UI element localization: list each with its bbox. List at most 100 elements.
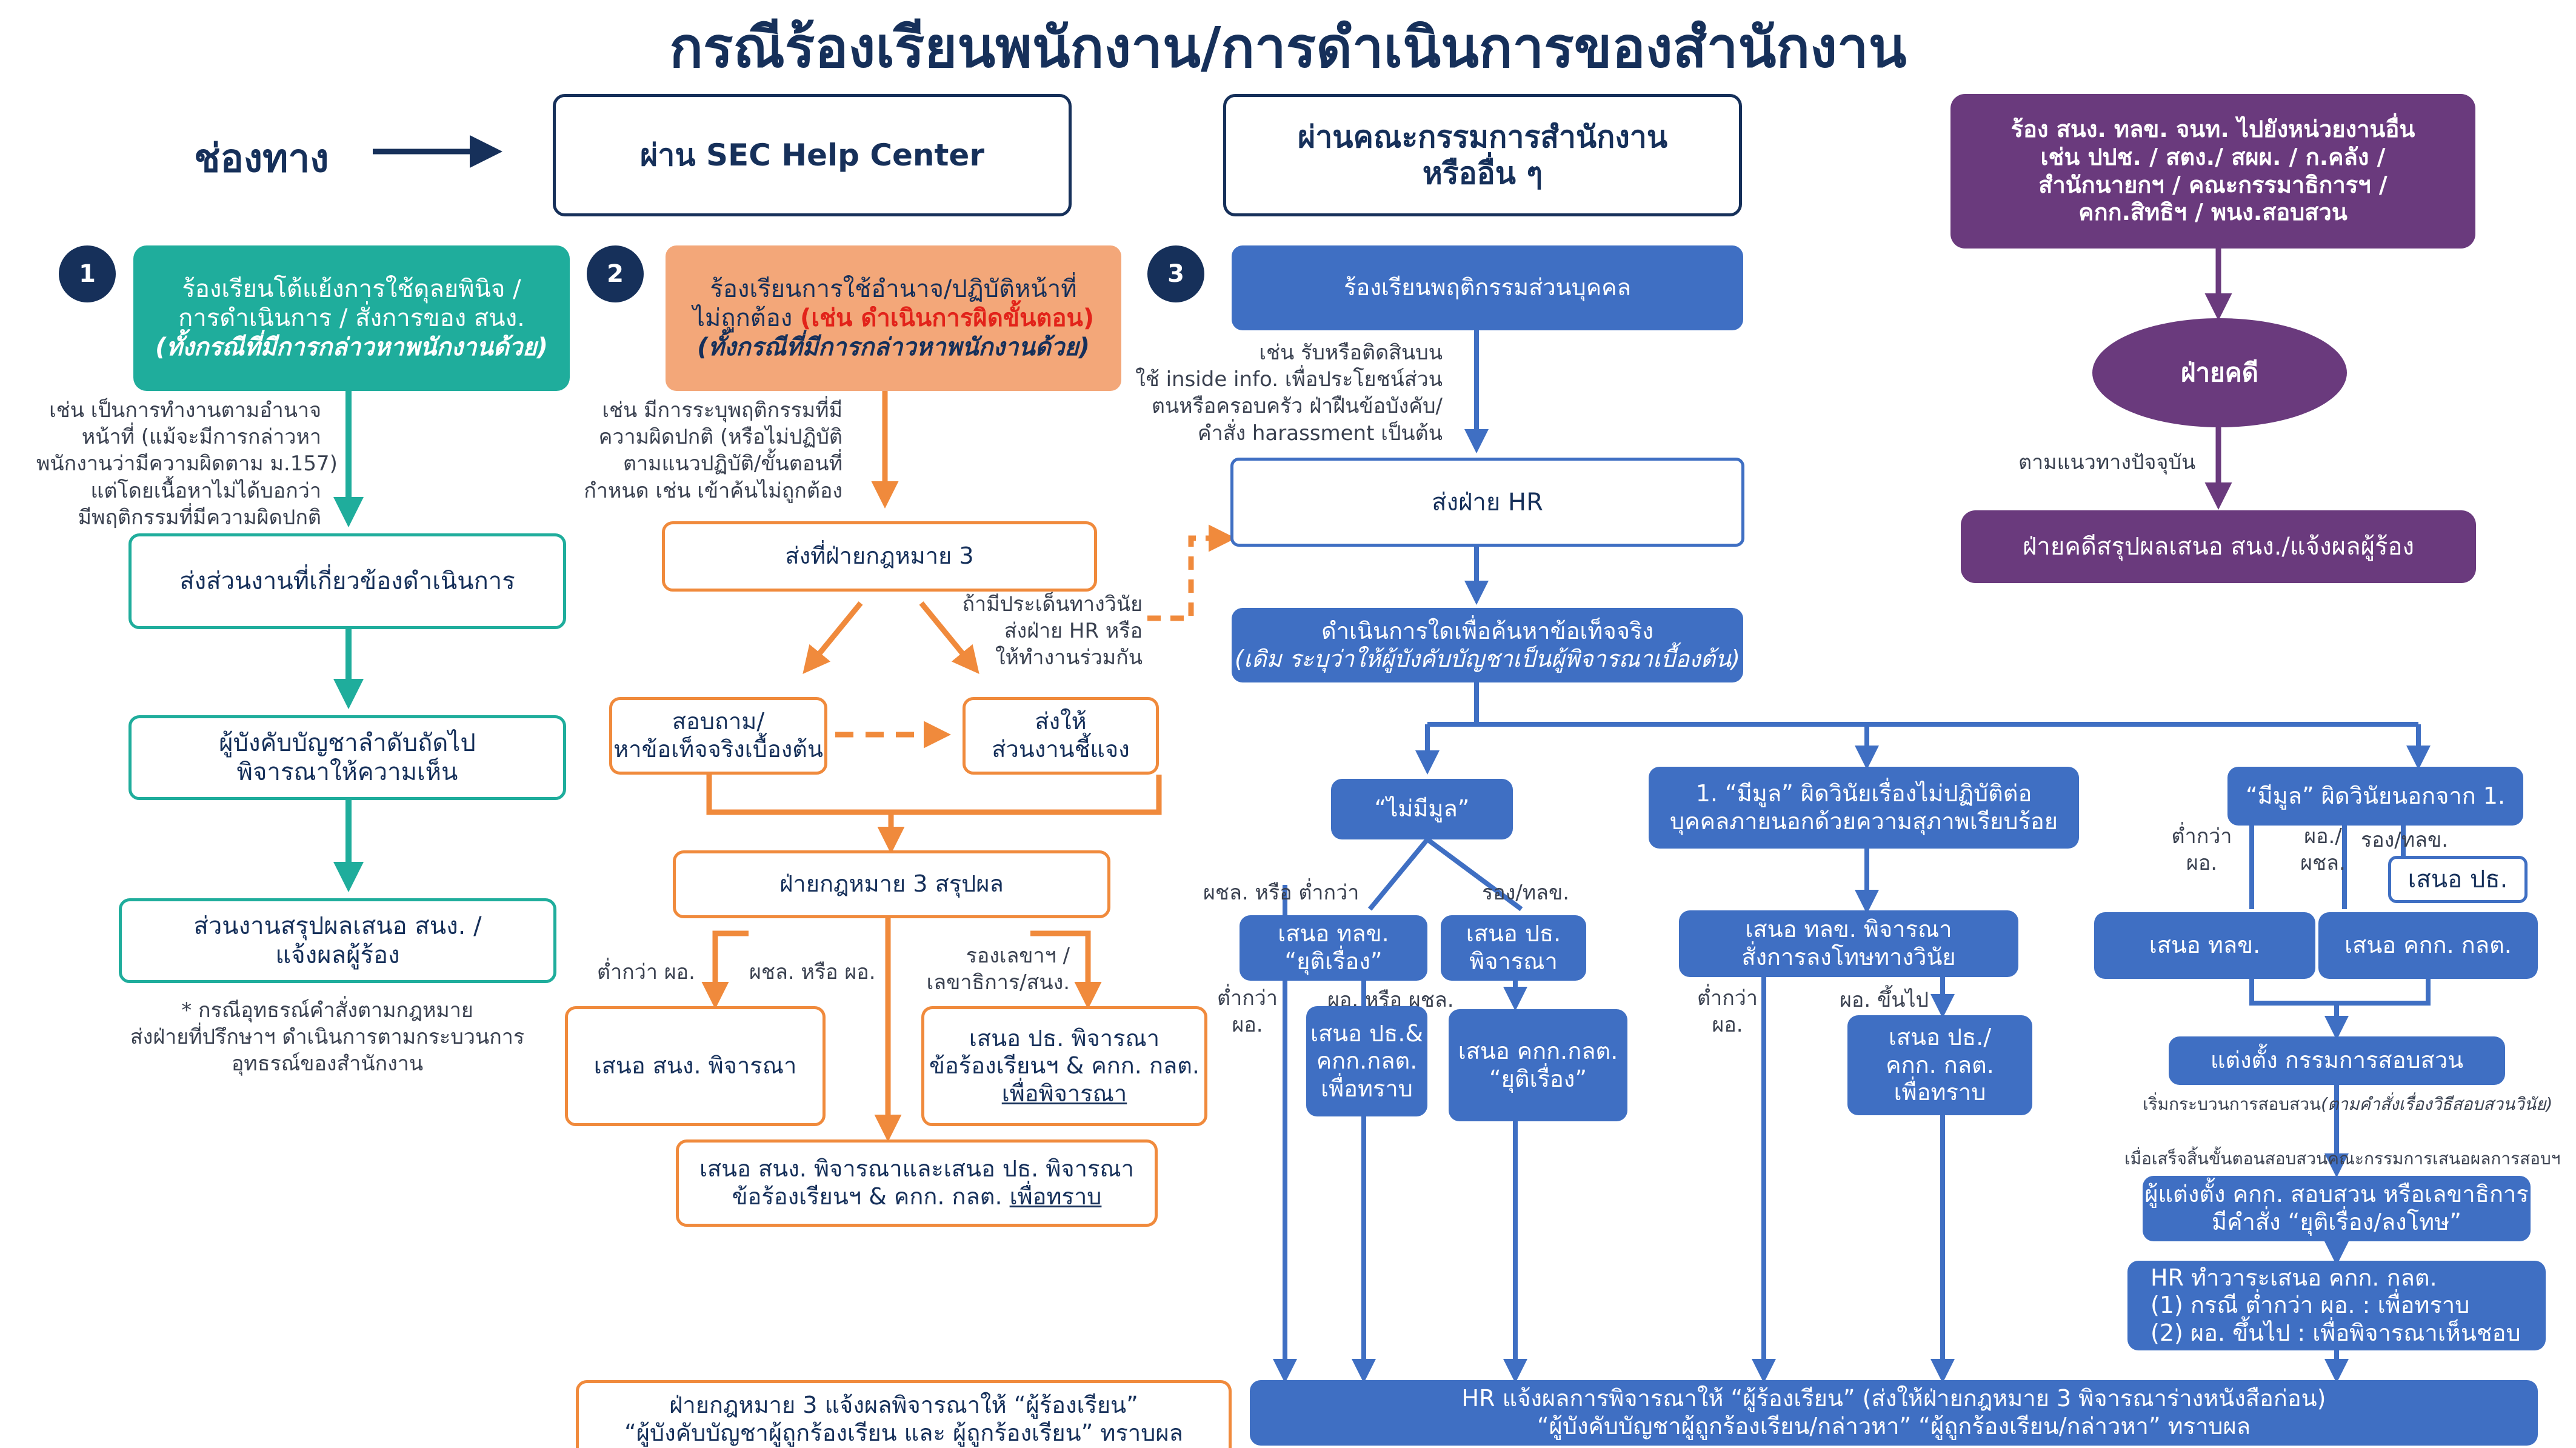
col3-begin-inquiry: เริ่มกระบวนการสอบสวน(ตามคำสั่งเรื่องวิธี… (2143, 1091, 2552, 1118)
col3-note-line2: ใช้ inside info. เพื่อประโยชน์ส่วน (1135, 367, 1443, 392)
col1-supervisor-line2: พิจารณาให้ความเห็น (236, 758, 458, 786)
bottom-legal-notify-line2: “ผู้บังคับบัญชาผู้ถูกร้องเรียน และ ผู้ถู… (624, 1420, 1183, 1446)
col3-grounds-other-text: “มีมูล” ผิดวินัยนอกจาก 1. (2245, 782, 2506, 809)
col3-propose-chair-board: เสนอ ปธ.& คกก.กลต. เพื่อทราบ (1306, 1006, 1427, 1116)
header-committee: ผ่านคณะกรรมการสำนักงาน หรืออื่น ๆ (1223, 94, 1742, 216)
col2-explain-line2: ส่วนงานชี้แจง (992, 736, 1130, 762)
col1-example-note: เช่น เป็นการทำงานตามอำนาจ หน้าที่ (แม้จะ… (36, 397, 338, 531)
bottom-hr-notify-line2: “ผู้บังคับบัญชาผู้ถูกร้องเรียน/กล่าวหา” … (1537, 1413, 2251, 1440)
col2-main-line2-a: ไม่ถูกต้อง (692, 304, 801, 332)
col3-lower-r-line1: ต่ำกว่า (2171, 824, 2232, 849)
col1-supervisor-line1: ผู้บังคับบัญชาลำดับถัดไป (219, 729, 476, 757)
col3-note-line1: เช่น รับหรือติดสินบน (1259, 341, 1443, 365)
col3-tlx-punish-line1: เสนอ ทลข. พิจารณา (1745, 916, 1952, 943)
col1-appeal-note: * กรณีอุทธรณ์คำสั่งตามกฎหมาย ส่งฝ่ายที่ป… (79, 997, 576, 1078)
col3-propose-board-end: เสนอ คกก.กลต. “ยุติเรื่อง” (1449, 1009, 1627, 1121)
col3-propose-chair-consider: เสนอ ปธ. พิจารณา (1441, 915, 1586, 981)
col3-tlx-end-line1: เสนอ ทลข. (1278, 920, 1389, 947)
col1-send-unit: ส่งส่วนงานที่เกี่ยวข้องดำเนินการ (128, 533, 566, 629)
bottom-legal-notify: ฝ่ายกฎหมาย 3 แจ้งผลพิจารณาให้ “ผู้ร้องเร… (576, 1380, 1232, 1448)
col3-board-end-line1: เสนอ คกก.กลต. (1458, 1037, 1618, 1064)
header-other-agency: ร้อง สนง. ทลข. จนท. ไปยังหน่วยงานอื่น เช… (1950, 94, 2475, 249)
col3-fact-line1: ดำเนินการใดเพื่อค้นหาข้อเท็จจริง (1321, 617, 1653, 644)
col3-chair-board-line1: เสนอ ปธ.& (1310, 1019, 1424, 1047)
page-title: กรณีร้องเรียนพนักงาน/การดำเนินการของสำนั… (669, 15, 1907, 80)
col3-no-grounds-text: “ไม่มีมูล” (1374, 795, 1470, 822)
col2-discipline-line3: ให้ทำงานร่วมกัน (995, 646, 1143, 670)
col2-inquire-line2: หาข้อเท็จจริงเบื้องต้น (613, 736, 823, 762)
col3-appointer-order: ผู้แต่งตั้ง คกก. สอบสวน หรือเลขาธิการ มี… (2143, 1176, 2531, 1241)
col2-legal-summary: ฝ่ายกฎหมาย 3 สรุปผล (673, 850, 1110, 918)
col3-propose-chair-small: เสนอ ปธ. (2388, 856, 2528, 903)
col2-propose-both-line2-b: เพื่อทราบ (1009, 1183, 1102, 1210)
col3-chair-consider-line1: เสนอ ปธ. (1466, 920, 1561, 947)
col2-note-line3: ตามแนวปฏิบัติ/ขั้นตอนที่ (623, 452, 843, 476)
col3-after-inquiry: เมื่อเสร็จสิ้นขั้นตอนสอบสวนคณะกรรมการเสน… (2124, 1149, 2561, 1169)
col3-begin-inquiry-a: เริ่มกระบวนการสอบสวน (2143, 1094, 2321, 1114)
col3-main-text: ร้องเรียนพฤติกรรมส่วนบุคคล (1344, 274, 1631, 301)
col3-hr-report: HR ทำวาระเสนอ คกก. กลต. (1) กรณี ต่ำกว่า… (2127, 1261, 2546, 1350)
col3-chair-consider-line2: พิจารณา (1469, 948, 1558, 975)
col3-tlx-punish-line2: สั่งการลงโทษทางวินัย (1741, 944, 1956, 970)
col3-propose-tlx-end: เสนอ ทลข. “ยุติเรื่อง” (1240, 915, 1427, 981)
col2-label-deputy: รองเลขาฯ / เลขาธิการ/สนง. (897, 943, 1070, 996)
col2-discipline-note: ถ้ามีประเด็นทางวินัย ส่งฝ่าย HR หรือ ให้… (927, 591, 1143, 672)
col2-inquire: สอบถาม/ หาข้อเท็จจริงเบื้องต้น (609, 697, 827, 775)
col3-grounds-other: “มีมูล” ผิดวินัยนอกจาก 1. (2227, 767, 2523, 826)
col2-legal-summary-text: ฝ่ายกฎหมาย 3 สรุปผล (779, 870, 1004, 898)
col1-main-line1: ร้องเรียนโต้แย้งการใช้ดุลยพินิจ / (182, 275, 521, 303)
col2-propose-chair-line1: เสนอ ปธ. พิจารณา (969, 1024, 1160, 1052)
col3-appoint-committee: แต่งตั้ง กรรมการสอบสวน (2169, 1036, 2505, 1085)
other-agency-line3: สำนักนายกฯ / คณะกรรมาธิการฯ / (2038, 171, 2387, 198)
header-help-center-text: ผ่าน SEC Help Center (640, 138, 984, 173)
col1-main-line3: (ทั้งกรณีที่มีการกล่าวหาพนักงานด้วย) (155, 333, 548, 361)
header-committee-line2: หรืออื่น ๆ (1422, 156, 1543, 191)
col2-note-line4: กำหนด เช่น เข้าค้นไม่ถูกต้อง (584, 478, 843, 503)
col3-propose-tlx-text: เสนอ ทลข. (2149, 932, 2261, 959)
col3-hr-report-line3: (2) ผอ. ขึ้นไป : เพื่อพิจารณาเห็นชอบ (2151, 1319, 2521, 1346)
col3-chair-board2-line3: เพื่อทราบ (1894, 1079, 1986, 1106)
col2-main-line2: ไม่ถูกต้อง (เช่น ดำเนินการผิดขั้นตอน) (693, 304, 1094, 333)
col4-legal-dept: ฝ่ายคดี (2092, 318, 2347, 427)
col4-legal-summary: ฝ่ายคดีสรุปผลเสนอ สนง./แจ้งผลผู้ร้อง (1961, 510, 2476, 583)
col4-label-current: ตามแนวทางปัจจุบัน (2018, 450, 2196, 475)
col3-split (1427, 682, 2418, 727)
col3-tlx-end-line2: “ยุติเรื่อง” (1284, 948, 1383, 975)
col3-personal-behavior: ร้องเรียนพฤติกรรมส่วนบุคคล (1232, 245, 1743, 330)
col2-main-line2-b: (เช่น ดำเนินการผิดขั้นตอน) (800, 304, 1095, 332)
col1-note-line4: แต่โดยเนื้อหาไม่ได้บอกว่า (90, 478, 321, 503)
col3-send-hr: ส่งฝ่าย HR (1230, 458, 1744, 547)
col1-appeal-line2: ส่งฝ่ายที่ปรึกษาฯ ดำเนินการตามกระบวนการ (130, 1025, 525, 1050)
col3-note-line3: ตนหรือครอบครัว ฝ่าฝืนข้อบังคับ/ (1151, 394, 1443, 419)
col1-appeal-line3: อุทธรณ์ของสำนักงาน (231, 1052, 424, 1076)
col3-propose-tlx: เสนอ ทลข. (2094, 912, 2315, 979)
col3-label-lower-left: ต่ำกว่า ผอ. (1211, 985, 1284, 1038)
col2-discipline-line2: ส่งฝ่าย HR หรือ (1004, 619, 1143, 644)
step-number-3: 3 (1147, 245, 1204, 302)
other-agency-line1: ร้อง สนง. ทลข. จนท. ไปยังหน่วยงานอื่น (2010, 116, 2415, 143)
col2-branch-right (1030, 930, 1102, 1009)
bottom-hr-notify-line1: HR แจ้งผลการพิจารณาให้ “ผู้ร้องเรียน” (ส… (1461, 1385, 2326, 1412)
bottom-hr-notify: HR แจ้งผลการพิจารณาให้ “ผู้ร้องเรียน” (ส… (1250, 1380, 2538, 1446)
col1-dispute-discretion: ร้องเรียนโต้แย้งการใช้ดุลยพินิจ / การดำเ… (133, 245, 570, 391)
col2-propose-both: เสนอ สนง. พิจารณาและเสนอ ปธ. พิจารณา ข้อ… (676, 1139, 1158, 1227)
col3-appointer-line2: มีคำสั่ง “ยุติเรื่อง/ลงโทษ” (2212, 1209, 2461, 1235)
col2-propose-chair: เสนอ ปธ. พิจารณา ข้อร้องเรียนฯ & คกก. กล… (921, 1006, 1207, 1126)
col3-grounds-tlx: 1. “มีมูล” ผิดวินัยเรื่องไม่ปฏิบัติต่อ บ… (1649, 767, 2079, 849)
col3-lower-left-line1: ต่ำกว่า (1217, 986, 1278, 1010)
col2-deputy-line1: รองเลขาฯ / (966, 944, 1070, 968)
col3-lower-mid-line2: ผอ. (1712, 1013, 1743, 1038)
col2-misuse-authority: ร้องเรียนการใช้อำนาจ/ปฏิบัติหน้าที่ ไม่ถ… (666, 245, 1121, 391)
col3-label-lower-mid: ต่ำกว่า ผอ. (1691, 985, 1764, 1038)
header-committee-line1: ผ่านคณะกรรมการสำนักงาน (1297, 119, 1668, 155)
col3-lower-mid-line1: ต่ำกว่า (1697, 986, 1758, 1010)
col3-no-grounds-split (1367, 837, 1523, 912)
col4-legal-summary-text: ฝ่ายคดีสรุปผลเสนอ สนง./แจ้งผลผู้ร้อง (2022, 533, 2415, 561)
col2-arrow-explain (919, 601, 979, 674)
col3-fact-finding: ดำเนินการใดเพื่อค้นหาข้อเท็จจริง (เดิม ร… (1232, 608, 1743, 682)
bottom-legal-notify-line1: ฝ่ายกฎหมาย 3 แจ้งผลพิจารณาให้ “ผู้ร้องเร… (669, 1392, 1138, 1419)
col3-chair-board2-line1: เสนอ ปธ./ (1888, 1024, 1992, 1051)
col3-board-end-line2: “ยุติเรื่อง” (1489, 1065, 1587, 1092)
col2-main-line3: (ทั้งกรณีที่มีการกล่าวหาพนักงานด้วย) (697, 333, 1090, 361)
